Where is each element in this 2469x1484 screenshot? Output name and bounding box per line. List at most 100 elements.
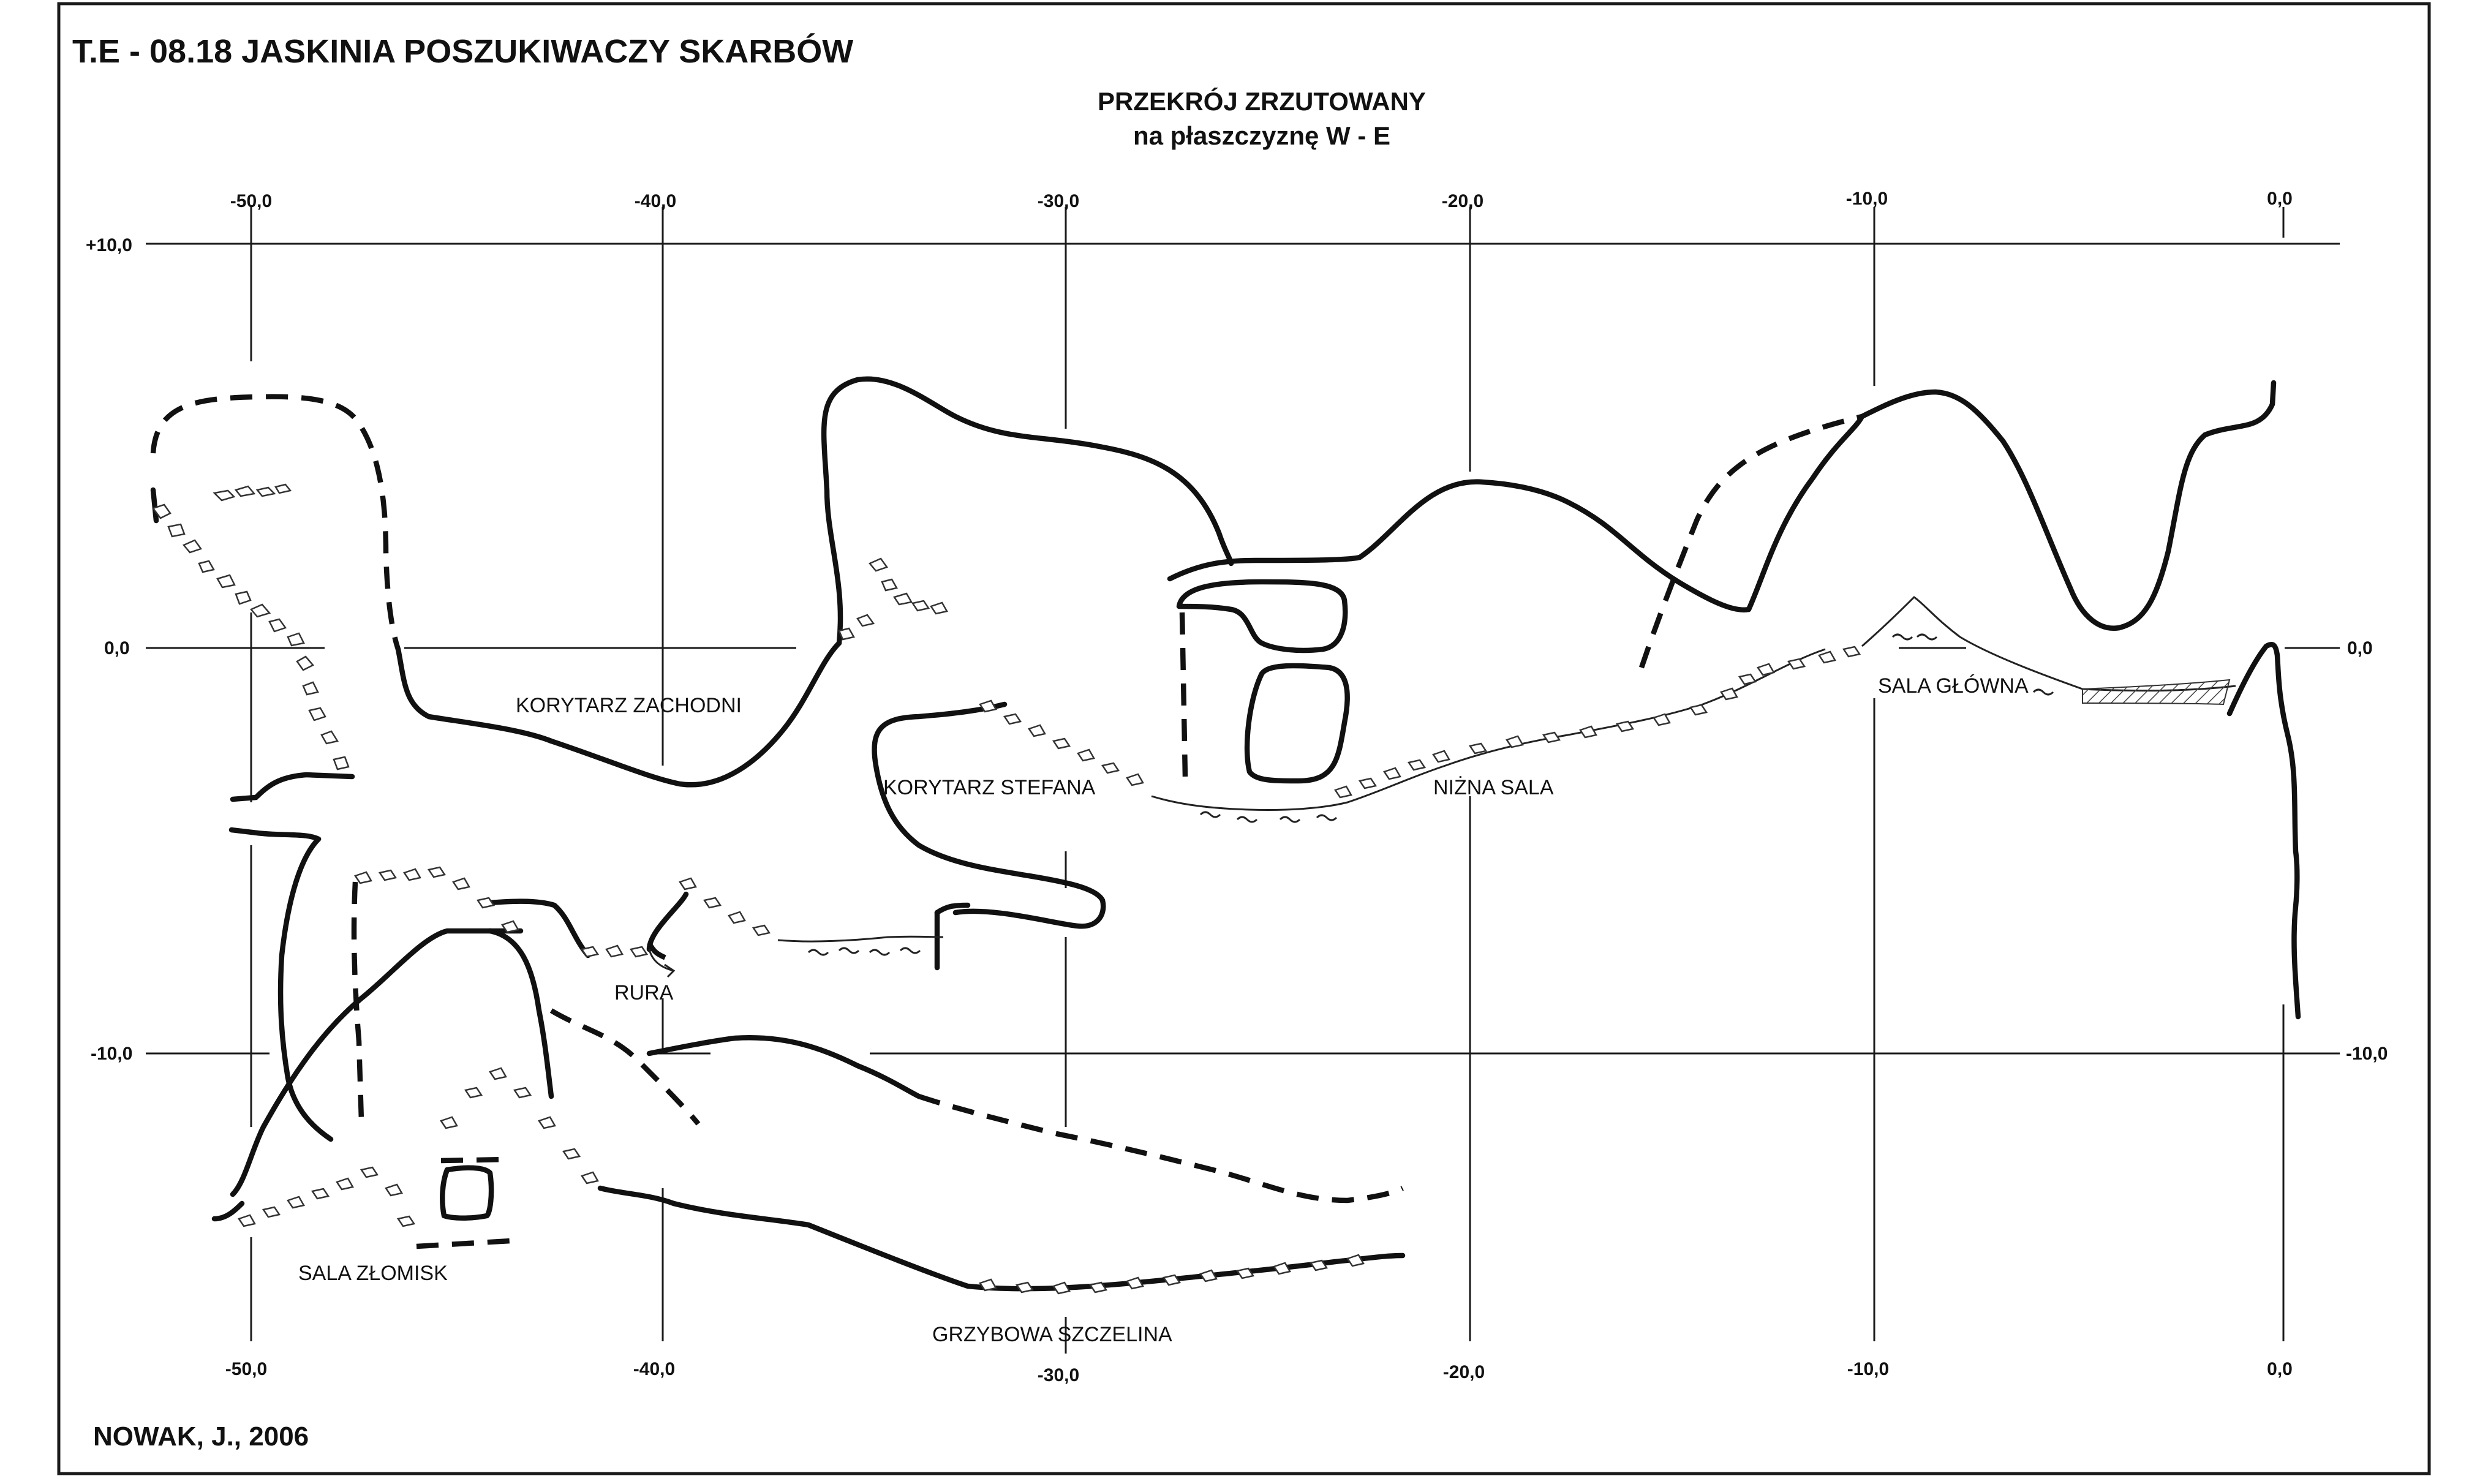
rock-fragment — [287, 1196, 305, 1209]
rock-fragment — [703, 897, 722, 909]
rock-fragment — [255, 486, 276, 497]
rock-fragment — [1407, 759, 1427, 771]
rock-fragment — [238, 1214, 256, 1227]
rura-arrow — [648, 949, 676, 978]
rock-fragment — [1052, 1281, 1071, 1295]
y-tick-left: +10,0 — [86, 235, 132, 255]
rock-fragment — [333, 756, 350, 770]
rura-upper — [481, 898, 591, 959]
rock-fragment — [385, 1183, 403, 1197]
rock-fragment — [1003, 713, 1022, 725]
x-tick-bottom: -50,0 — [225, 1359, 267, 1379]
rock-fragment — [1383, 767, 1401, 780]
map-subtitle-1: PRZEKRÓJ ZRZUTOWANY — [1098, 86, 1426, 116]
rock-fragment — [476, 897, 496, 909]
rock-fragment — [1358, 777, 1378, 789]
central-block-ring-lower — [1244, 663, 1350, 784]
rock-fragment — [838, 627, 855, 641]
rura-pipe — [646, 891, 689, 952]
rock-fragment — [262, 1206, 281, 1218]
west-lower-ledge-2 — [230, 794, 259, 802]
central-block-roof — [1167, 479, 1752, 612]
rock-fragment — [562, 1148, 581, 1160]
sala-zlomisk-wall — [211, 1200, 245, 1222]
central-block-west-dashed — [1179, 612, 1188, 778]
rock-fragment — [1235, 1267, 1255, 1279]
rock-fragment — [1346, 1254, 1365, 1267]
map-subtitle-2: na płaszczyznę W - E — [1133, 121, 1390, 150]
x-tick-top: 0,0 — [2267, 189, 2293, 209]
label-sala-glowna: SALA GŁÓWNA — [1878, 674, 2029, 698]
rock-fragment — [1088, 1281, 1108, 1294]
west-lower-cleft — [277, 836, 334, 1142]
rock-fragment — [1126, 773, 1144, 786]
korytarz-zachodni-floor — [395, 640, 842, 788]
rock-fragment — [752, 924, 771, 936]
wave — [869, 949, 891, 956]
rock-fragment — [1015, 1281, 1035, 1294]
label-grzybowa-szczelina: GRZYBOWA SZCZELINA — [932, 1323, 1172, 1346]
rock-fragment — [1787, 658, 1806, 670]
rock-fragment — [1028, 724, 1046, 737]
rock-fragment — [249, 603, 271, 618]
label-rura: RURA — [614, 981, 674, 1004]
west-lower-dashed — [351, 881, 364, 1121]
rock-fragment — [868, 557, 889, 572]
rock-fragment — [1162, 1274, 1182, 1286]
rock-fragment — [1757, 663, 1775, 676]
floor-details — [648, 596, 2236, 978]
x-tick-labels-bottom: -50,0 -40,0 -30,0 -20,0 -10,0 0,0 — [225, 1359, 2293, 1385]
sala-zlomisk-dashed — [440, 1156, 509, 1164]
west-lower-ledge — [254, 772, 355, 799]
rock-fragment — [213, 489, 236, 502]
rura-pipe-wall — [934, 902, 971, 916]
rock-fragment — [605, 944, 624, 958]
y-tick-left: -10,0 — [91, 1044, 132, 1064]
rock-fragment — [728, 911, 746, 924]
rock-fragment — [538, 1116, 556, 1129]
rock-fragment — [1842, 646, 1861, 658]
rock-fragment — [1334, 785, 1352, 799]
y-tick-left: 0,0 — [104, 638, 130, 658]
rock-fragment — [580, 946, 600, 958]
rura-passage — [646, 1035, 922, 1099]
rock-fragment — [308, 707, 326, 721]
rock-fragment — [1052, 737, 1071, 750]
rura-dashed — [549, 1008, 701, 1126]
rock-fragment — [440, 1116, 458, 1129]
rock-fragment — [1468, 742, 1488, 755]
wave — [1316, 814, 1338, 821]
rock-fragment — [1720, 687, 1738, 701]
x-tick-top: -50,0 — [230, 191, 272, 211]
wave — [2032, 688, 2054, 696]
x-tick-top: -40,0 — [635, 191, 676, 211]
wave — [1199, 811, 1221, 818]
place-labels: KORYTARZ ZACHODNI KORYTARZ STEFANA NIŻNA… — [298, 674, 2029, 1346]
rock-fragment — [581, 1171, 599, 1185]
rura-lower — [487, 928, 554, 1099]
map-title: T.E - 08.18 JASKINIA POSZUKIWACZY SKARBÓ… — [72, 33, 853, 70]
x-tick-top: -30,0 — [1038, 191, 1079, 211]
central-block-ring-upper — [1176, 579, 1348, 653]
rock-fragment — [856, 614, 875, 627]
x-tick-bottom: -40,0 — [633, 1359, 675, 1379]
east-wall — [2226, 642, 2301, 1020]
rock-fragment — [235, 590, 252, 605]
rock-fragment — [378, 869, 398, 881]
label-korytarz-zachodni: KORYTARZ ZACHODNI — [516, 694, 742, 717]
rock-fragment — [151, 503, 172, 519]
rock-fragment — [198, 560, 215, 573]
rock-fragment — [403, 868, 421, 881]
rock-fragment — [452, 877, 470, 891]
rock-fragment — [1579, 725, 1597, 739]
rock-fragment — [489, 1067, 507, 1080]
y-tick-labels: +10,0 0,0 -10,0 0,0 -10,0 — [86, 235, 2388, 1064]
rock-fragment — [464, 1087, 483, 1099]
rock-fragment — [311, 1188, 330, 1200]
west-wall-top — [150, 487, 159, 524]
rock-debris — [151, 483, 1861, 1295]
rock-fragment — [1506, 735, 1524, 748]
grzybowa-floor — [597, 1185, 1406, 1292]
eastern-arch-1 — [1746, 413, 1865, 612]
